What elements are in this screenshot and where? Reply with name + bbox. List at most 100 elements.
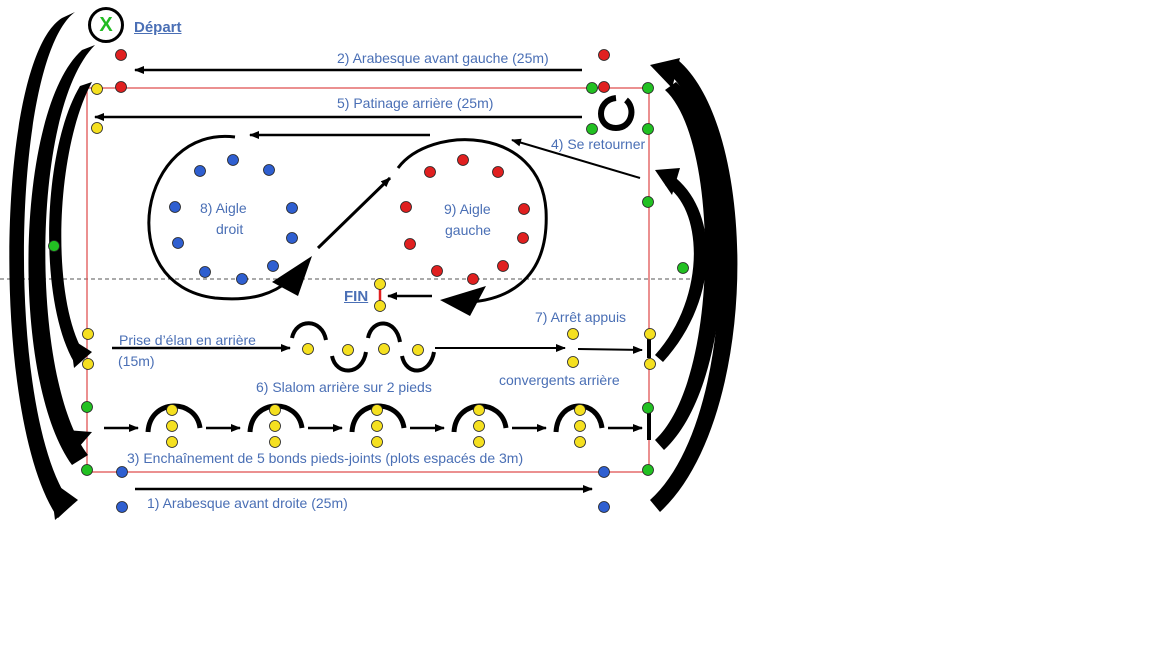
eagle-loop-left (396, 138, 548, 304)
cone-33 (497, 260, 509, 272)
label-station-9-a: 9) Aigle (444, 201, 491, 217)
start-mark-text: X (99, 13, 113, 36)
cone-68 (598, 501, 610, 513)
cones (48, 49, 689, 513)
outer-curve-left-2 (28, 45, 95, 465)
cone-3 (115, 81, 127, 93)
slalom-arc-1 (290, 321, 328, 341)
cone-50 (166, 404, 178, 416)
cone-15 (227, 154, 239, 166)
label-station-9-b: gauche (445, 222, 491, 238)
arrowhead-right-1 (650, 58, 680, 88)
cone-19 (172, 237, 184, 249)
cone-5 (91, 83, 103, 95)
cone-16 (263, 164, 275, 176)
label-station-6: 6) Slalom arrière sur 2 pieds (256, 379, 432, 395)
label-station-3: 3) Enchaînement de 5 bonds pieds-joints … (127, 450, 524, 466)
arrowhead-left-2 (66, 430, 92, 455)
arrowhead-left-3 (70, 338, 92, 368)
cone-60 (473, 420, 485, 432)
rink-outline (86, 87, 650, 473)
arrowhead-eagle-left (440, 286, 486, 316)
cone-30 (517, 232, 529, 244)
cone-62 (574, 404, 586, 416)
cone-34 (374, 278, 386, 290)
cone-48 (81, 464, 93, 476)
label-station-7-b: convergents arrière (499, 372, 620, 388)
turn-hook-icon (598, 95, 635, 132)
cone-36 (82, 328, 94, 340)
cone-45 (644, 358, 656, 370)
eagle-diagonal (316, 176, 392, 250)
cone-21 (199, 266, 211, 278)
outer-curve-left-1 (9, 12, 75, 518)
finish-label: FIN (344, 288, 369, 305)
cone-4 (598, 81, 610, 93)
arrowhead-left-1 (50, 480, 78, 520)
cone-26 (492, 166, 504, 178)
cone-8 (642, 82, 654, 94)
slalom-arc-3 (366, 321, 402, 343)
cone-46 (81, 401, 93, 413)
cone-6 (91, 122, 103, 134)
cone-38 (302, 343, 314, 355)
cone-27 (400, 201, 412, 213)
label-momentum: Prise d’élan en arrière (119, 332, 256, 348)
cone-2 (598, 49, 610, 61)
outer-curve-left-3 (49, 82, 92, 362)
cone-17 (169, 201, 181, 213)
cone-51 (166, 420, 178, 432)
arrow-turn (511, 138, 641, 179)
label-station-7-a: 7) Arrêt appuis (535, 309, 627, 325)
label-station-8-b: droit (216, 221, 244, 237)
cone-1 (115, 49, 127, 61)
cone-14 (194, 165, 206, 177)
cone-44 (644, 328, 656, 340)
cone-24 (424, 166, 436, 178)
cone-40 (378, 343, 390, 355)
start-marker: X (88, 7, 124, 43)
eagle-loop-right (147, 134, 291, 301)
cone-25 (457, 154, 469, 166)
slalom-arc-4 (400, 351, 436, 373)
cone-18 (286, 202, 298, 214)
cone-63 (574, 420, 586, 432)
cone-57 (371, 420, 383, 432)
cone-23 (267, 260, 279, 272)
cone-61 (473, 436, 485, 448)
label-station-1: 1) Arabesque avant droite (25m) (147, 495, 348, 511)
cone-66 (598, 466, 610, 478)
cone-13 (642, 196, 654, 208)
cone-49 (642, 464, 654, 476)
cone-7 (586, 82, 598, 94)
cone-47 (642, 402, 654, 414)
label-station-2: 2) Arabesque avant gauche (25m) (337, 50, 549, 66)
slalom-arc-2 (330, 351, 368, 373)
cone-32 (467, 273, 479, 285)
label-station-8-a: 8) Aigle (200, 200, 247, 216)
label-station-5: 5) Patinage arrière (25m) (337, 95, 494, 111)
cone-58 (371, 436, 383, 448)
cone-22 (236, 273, 248, 285)
cone-65 (116, 466, 128, 478)
cone-39 (342, 344, 354, 356)
cone-52 (166, 436, 178, 448)
cone-11 (48, 240, 60, 252)
cone-67 (116, 501, 128, 513)
cone-54 (269, 420, 281, 432)
cone-20 (286, 232, 298, 244)
outer-curve-right-2 (655, 82, 723, 450)
label-station-4: 4) Se retourner (551, 136, 646, 152)
cone-43 (567, 356, 579, 368)
arrowhead-right-2 (655, 168, 680, 195)
label-momentum-distance: (15m) (118, 353, 155, 369)
cone-29 (404, 238, 416, 250)
cone-41 (412, 344, 424, 356)
cone-59 (473, 404, 485, 416)
outer-curve-right-3 (655, 175, 707, 362)
cone-42 (567, 328, 579, 340)
cone-37 (82, 358, 94, 370)
cone-12 (677, 262, 689, 274)
cone-9 (586, 123, 598, 135)
arrow-to-stop (577, 345, 643, 354)
